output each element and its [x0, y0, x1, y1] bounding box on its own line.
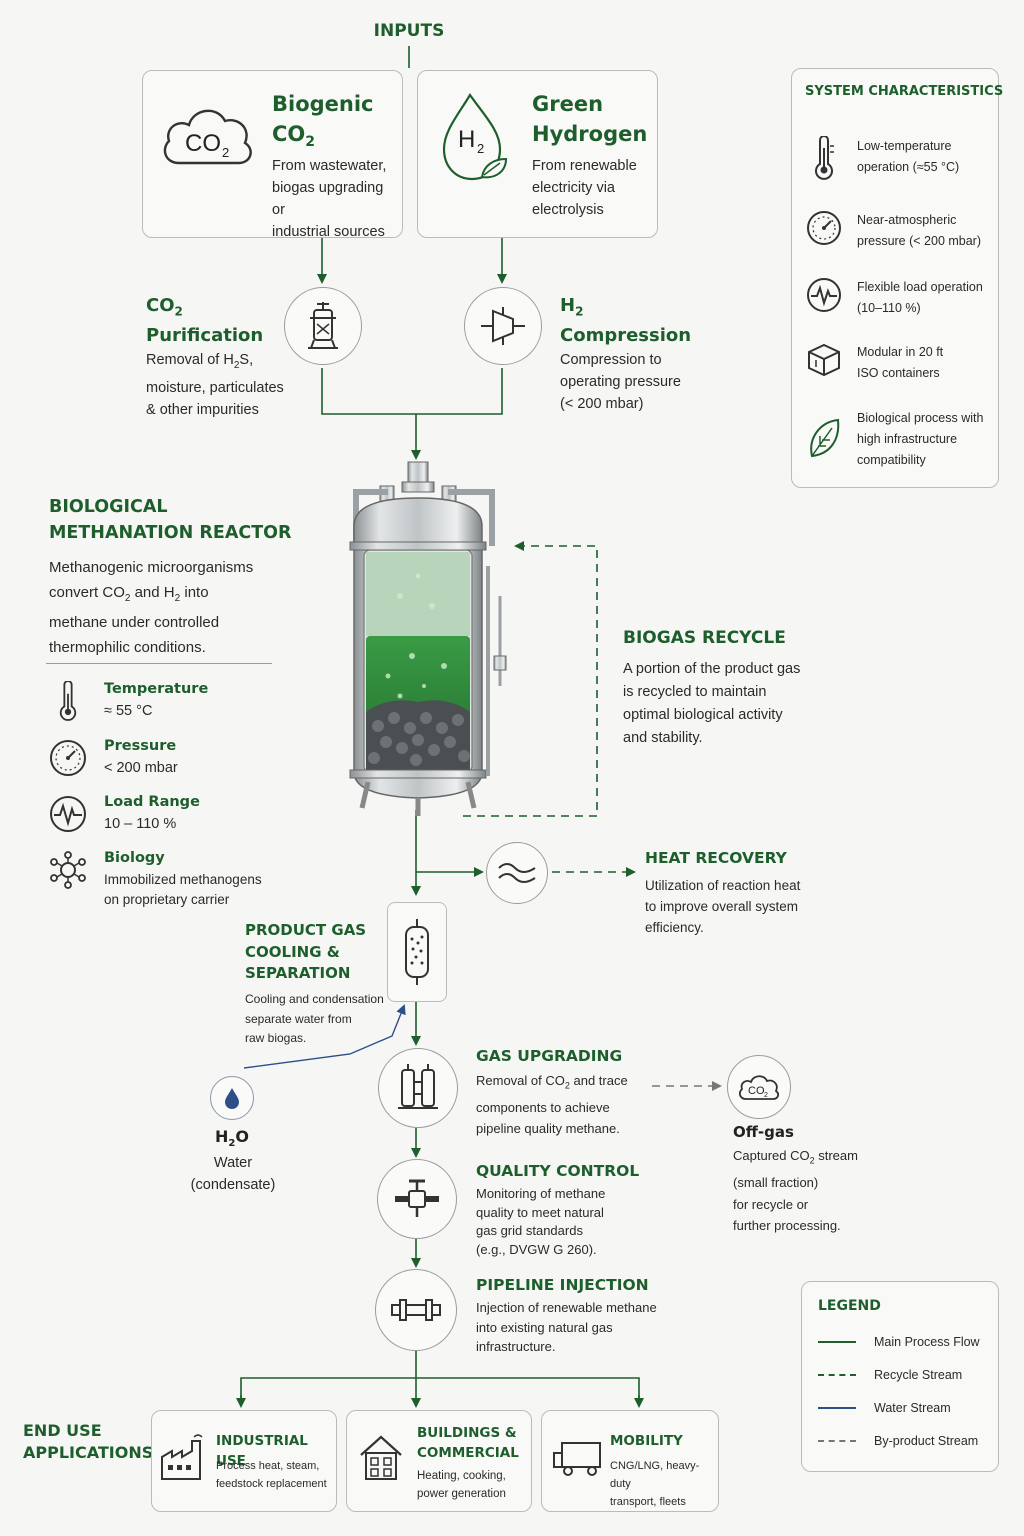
- purification-filter-icon: [284, 287, 362, 365]
- pipeline-icon: [375, 1269, 457, 1351]
- gas-upgrading-icon: [378, 1048, 458, 1128]
- water-formula: H2O: [215, 1127, 249, 1150]
- separator-vessel-icon: [387, 902, 447, 1002]
- reactor-divider: [46, 663, 272, 664]
- gas-upgrading-desc: Removal of CO2 and trace components to a…: [476, 1073, 628, 1136]
- quality-control-title: QUALITY CONTROL: [476, 1162, 640, 1180]
- legend-title: LEGEND: [818, 1298, 881, 1314]
- system-characteristics-title: SYSTEM CHARACTERISTICS: [805, 84, 1004, 99]
- buildings-desc: Heating, cooking,power generation: [417, 1470, 506, 1500]
- biogenic-co2-card: CO 2 Biogenic CO2 From wastewater,biogas…: [142, 70, 403, 240]
- end-use-industrial-card: INDUSTRIAL USE Process heat, steam,feeds…: [151, 1410, 337, 1512]
- svg-text:2: 2: [764, 1092, 768, 1099]
- legend-line-recycle: [818, 1374, 856, 1376]
- end-use-buildings-card: BUILDINGS &COMMERCIAL Heating, cooking,p…: [346, 1410, 532, 1512]
- thermometer-icon: [815, 136, 834, 180]
- biogenic-title-2: CO2: [272, 122, 316, 151]
- pulse-icon: [50, 796, 86, 832]
- pulse-icon: [807, 278, 841, 312]
- svg-text:2: 2: [477, 141, 484, 156]
- container-icon: [808, 343, 840, 377]
- inputs-title: INPUTS: [373, 21, 445, 41]
- mobility-title: MOBILITY: [610, 1433, 683, 1449]
- reactor-desc: Methanogenic microorganisms convert CO2 …: [49, 559, 254, 656]
- legend-line-main: [818, 1341, 856, 1343]
- heat-recovery-title: HEAT RECOVERY: [645, 849, 787, 867]
- biogenic-title-1: Biogenic: [272, 92, 374, 116]
- water-label: Water(condensate): [190, 1155, 276, 1193]
- flow-merge: [321, 368, 503, 415]
- svg-text:2: 2: [222, 145, 229, 160]
- heat-exchanger-icon: [486, 842, 548, 904]
- industrial-desc: Process heat, steam,feedstock replacemen…: [216, 1460, 327, 1490]
- methanation-reactor: [349, 461, 507, 816]
- buildings-title: BUILDINGS &COMMERCIAL: [417, 1425, 519, 1461]
- system-characteristics-panel: [791, 68, 999, 488]
- h2-compression-title: H2 Compression: [560, 295, 692, 346]
- hydrogen-drop-icon: H 2: [442, 92, 508, 181]
- factory-icon: [161, 1434, 203, 1480]
- legend-main-flow: Main Process Flow: [818, 1332, 988, 1352]
- quality-valve-icon: [377, 1159, 457, 1239]
- gas-upgrading-title: GAS UPGRADING: [476, 1047, 623, 1065]
- pipeline-injection-title: PIPELINE INJECTION: [476, 1276, 649, 1294]
- gauge-icon: [807, 211, 841, 245]
- building-icon: [360, 1435, 402, 1480]
- offgas-cloud-icon: CO 2: [727, 1055, 791, 1119]
- thermometer-icon: [59, 681, 77, 721]
- legend-byproduct: By-product Stream: [818, 1431, 988, 1451]
- offgas-title: Off-gas: [733, 1123, 794, 1141]
- legend-line-byproduct: [818, 1440, 856, 1442]
- hydrogen-title-2: Hydrogen: [532, 122, 648, 146]
- flow-water: [243, 1004, 406, 1069]
- flow-biogas-recycle: [463, 541, 598, 817]
- flow-end-use-branch: [240, 1377, 640, 1406]
- svg-text:CO: CO: [185, 130, 221, 157]
- svg-text:H: H: [458, 126, 475, 153]
- water-drop-icon: [210, 1076, 254, 1120]
- co2-purification-title: CO2 Purification: [146, 295, 264, 346]
- gauge-icon: [50, 740, 86, 776]
- hydrogen-title-1: Green: [532, 92, 604, 116]
- legend-water: Water Stream: [818, 1398, 988, 1418]
- offgas-desc: Captured CO2 stream (small fraction) for…: [733, 1148, 858, 1234]
- svg-text:CO: CO: [748, 1085, 765, 1097]
- industrial-title: INDUSTRIAL USE: [216, 1433, 308, 1469]
- legend-recycle: Recycle Stream: [818, 1365, 988, 1385]
- microbe-icon: [50, 851, 86, 889]
- truck-icon: [553, 1442, 601, 1476]
- co2-purification-desc: Removal of H2S, moisture, particulates &…: [146, 352, 284, 418]
- compressor-icon: [464, 287, 542, 365]
- cloud-co2-icon: CO 2: [163, 109, 252, 165]
- biogas-recycle-title: BIOGAS RECYCLE: [623, 628, 786, 648]
- leaf-icon: [810, 418, 840, 458]
- legend-line-water: [818, 1407, 856, 1409]
